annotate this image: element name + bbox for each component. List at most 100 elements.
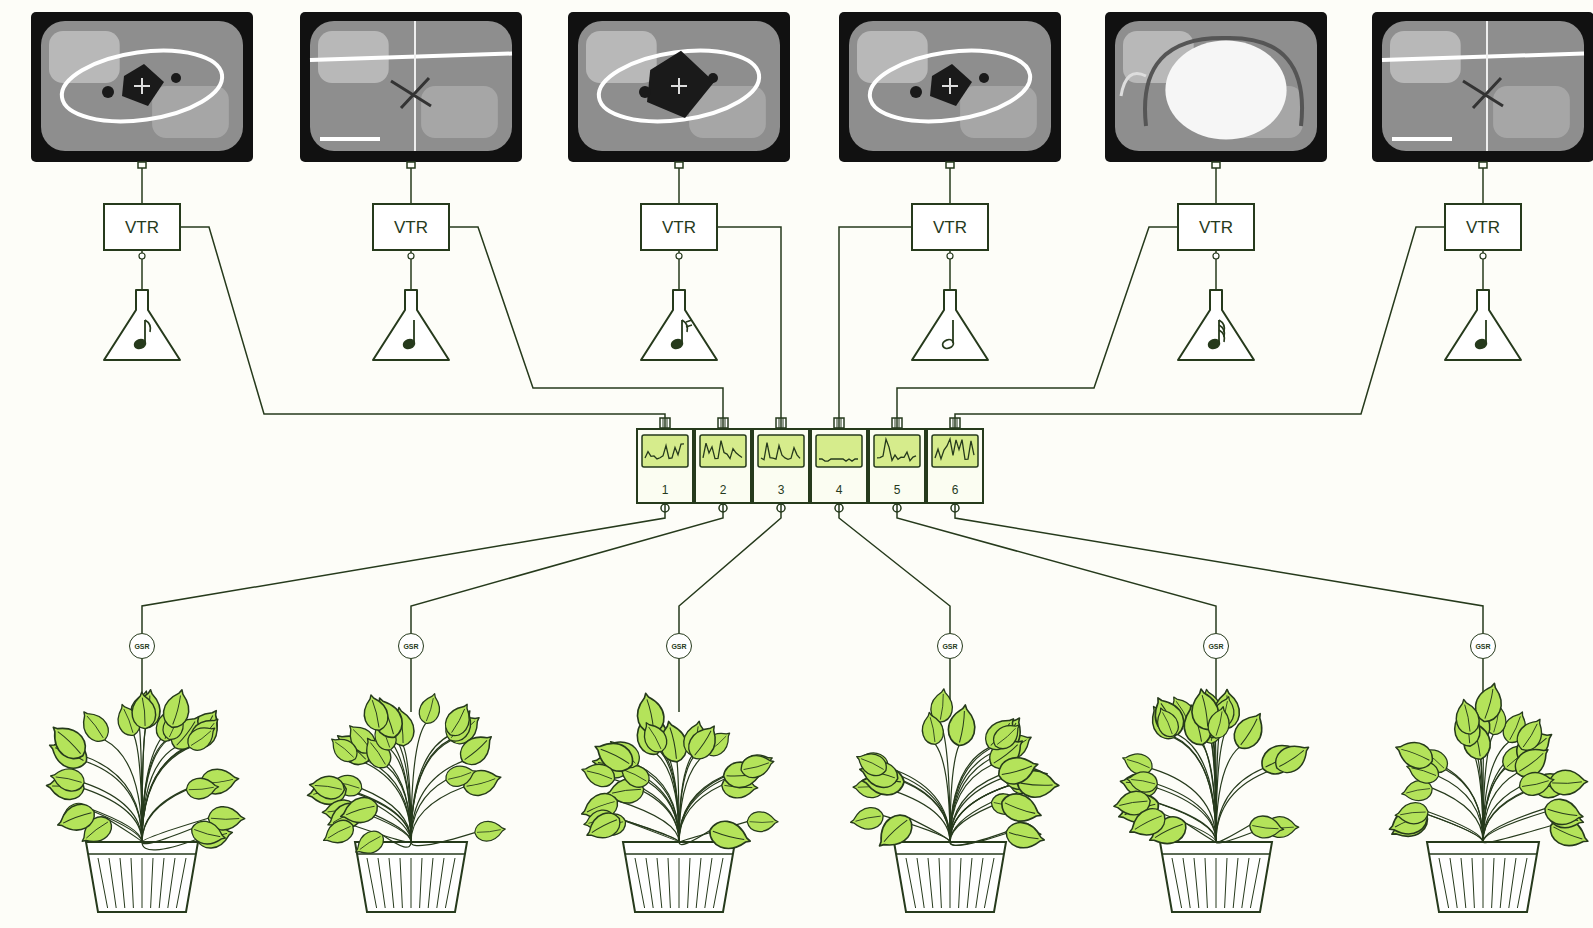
chart-screen-face (700, 435, 746, 467)
pot-groove (668, 858, 670, 908)
pot-groove (142, 858, 143, 908)
leaf (582, 808, 625, 845)
chart-trace (645, 444, 684, 459)
pot-groove (906, 858, 916, 908)
leaf-blade (443, 762, 478, 790)
plant-stem (142, 839, 197, 850)
pot-groove (1492, 858, 1494, 908)
pot-groove (98, 858, 108, 908)
plant-stem (1438, 776, 1483, 842)
pot-groove (696, 858, 701, 908)
screen-ring (594, 41, 763, 130)
leaf-blade (919, 710, 946, 746)
leaf-rib (1005, 803, 1036, 814)
channel-box: 5 (868, 428, 926, 504)
sensor-circle: GSR (129, 633, 155, 659)
leaf-rib (624, 769, 647, 781)
plant-stem (909, 818, 950, 842)
leaf-blade (1205, 704, 1233, 740)
plant-stem (950, 751, 996, 842)
pot-groove (1439, 858, 1449, 908)
plant-stem (411, 833, 475, 846)
leaf-rib (591, 819, 617, 833)
leaf-rib (750, 821, 774, 823)
screen-blot (102, 86, 114, 98)
leaf (360, 692, 391, 733)
pot-rim (88, 853, 196, 855)
leaf-rib (63, 812, 92, 823)
note-stem (1218, 320, 1220, 343)
leaf (185, 777, 219, 801)
leaf (1517, 769, 1556, 798)
leaf (1542, 796, 1585, 828)
pot-groove (120, 858, 125, 908)
note-stem (681, 320, 683, 343)
chart-screen (931, 434, 979, 468)
leaf-rib (1202, 695, 1209, 727)
leaf-blade (989, 718, 1026, 754)
leaf-blade (1391, 736, 1436, 773)
signal-wire (897, 504, 1216, 633)
pot-rim (896, 853, 1004, 855)
leaf-rib (695, 731, 712, 756)
plant-stem (142, 746, 193, 842)
plant-stem (411, 740, 450, 842)
leaf (1391, 736, 1436, 773)
leaf-blade (683, 719, 724, 764)
flask-outline (1178, 290, 1254, 360)
plant-stem (1208, 730, 1216, 842)
plant-stem (411, 741, 451, 842)
cable-plug (1212, 162, 1220, 168)
leaf-blade (706, 818, 753, 854)
pot-groove (705, 858, 712, 908)
recorder-label: VTR (125, 219, 159, 236)
cable-plug (138, 162, 146, 168)
channel-box: 3 (752, 428, 810, 504)
cable (949, 168, 951, 203)
flask (1178, 290, 1254, 360)
leaf-blade (416, 691, 444, 726)
screen-blot (979, 73, 989, 83)
plant-stem (1432, 788, 1483, 842)
recorder-label: VTR (933, 219, 967, 236)
chart-screen (699, 434, 747, 468)
pot-groove (1509, 858, 1516, 908)
leaf-rib (87, 716, 104, 738)
tv-frame (300, 12, 522, 162)
signal-wire (955, 227, 1444, 428)
leaf (1125, 769, 1159, 794)
leaf (1146, 692, 1189, 741)
leaf-rib (477, 830, 501, 833)
sensor-label: GSR (403, 643, 418, 650)
leaf (852, 747, 890, 779)
plant-stem (1215, 738, 1217, 842)
note-flag (1219, 330, 1224, 342)
pot-groove (1472, 858, 1474, 908)
chart-trace (819, 459, 858, 461)
leaf (1152, 704, 1182, 740)
leaf-blade (1248, 814, 1285, 840)
chart-screen-face (932, 435, 978, 467)
leaf (848, 805, 885, 832)
recorder-label: VTR (1466, 219, 1500, 236)
leaf-blade (1144, 700, 1184, 744)
screen-cross (942, 78, 958, 94)
plant-stem (1427, 814, 1483, 842)
pot-groove (1225, 858, 1227, 908)
recorder-box: VTR (103, 203, 181, 251)
leaf-blade (582, 808, 625, 845)
channel-number: 3 (778, 484, 785, 496)
sensor-label: GSR (1208, 643, 1223, 650)
leaf-blade (189, 818, 229, 849)
leaf-blade (319, 816, 358, 850)
leaf (998, 789, 1046, 827)
sensor-label: GSR (942, 643, 957, 650)
flask-outline (1445, 290, 1521, 360)
signal-wire (450, 227, 723, 428)
screen-blot (171, 73, 181, 83)
leaf (443, 762, 478, 790)
screen-line (320, 137, 380, 141)
leaf-rib (346, 805, 375, 815)
cable-plug (946, 162, 954, 168)
pot-groove (928, 858, 933, 908)
